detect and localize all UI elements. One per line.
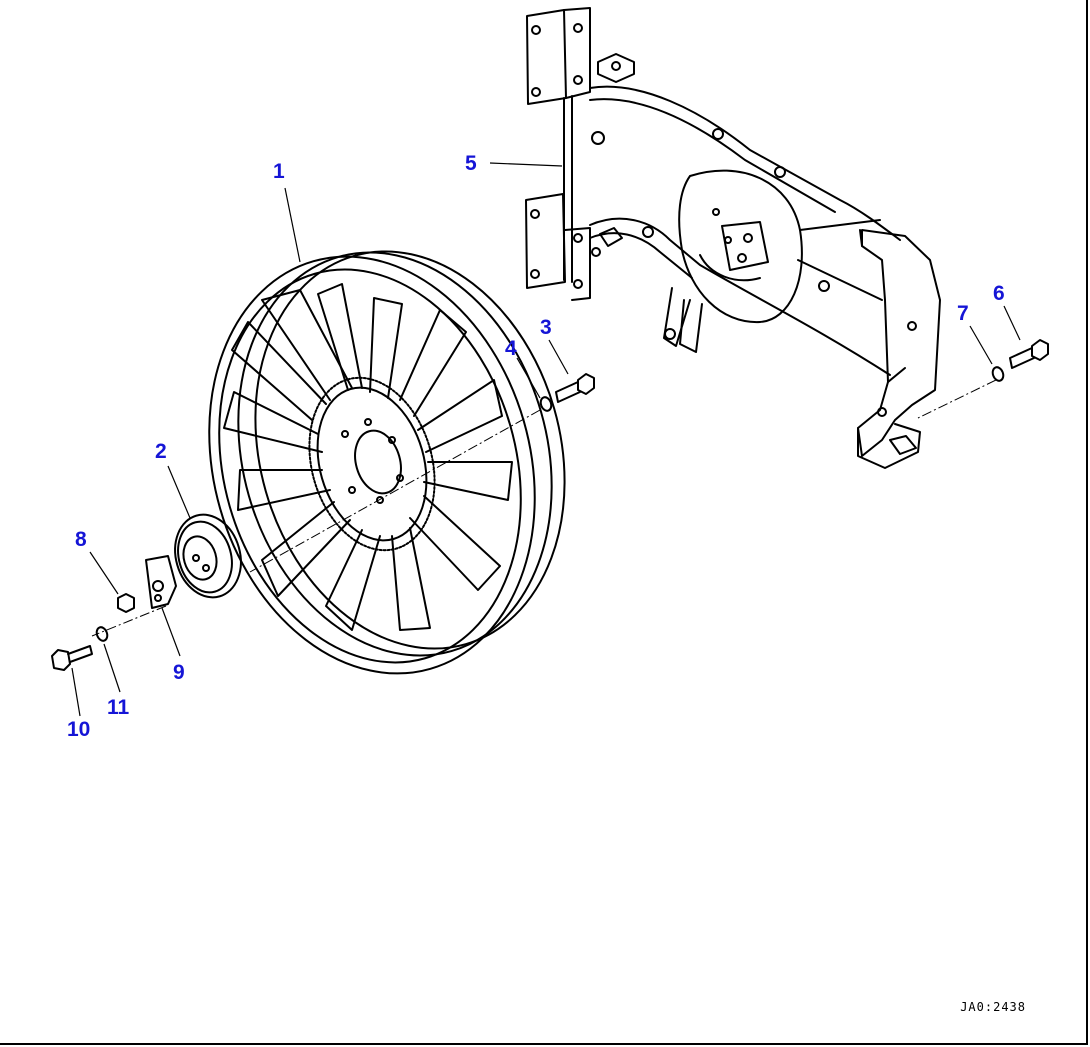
callout-9: 9: [173, 661, 185, 684]
fan-cap: [174, 513, 242, 599]
leader-3: [548, 339, 569, 375]
callout-6: 6: [993, 282, 1005, 305]
bolt-3: [555, 373, 595, 403]
callout-1: 1: [273, 160, 285, 183]
fan: [208, 250, 566, 675]
bolt-10: [51, 645, 93, 671]
washer-11: [95, 626, 109, 642]
callout-2: 2: [155, 440, 167, 463]
callout-8: 8: [75, 528, 87, 551]
washer-7: [991, 366, 1005, 382]
fan-guard-bracket: [525, 7, 941, 469]
nut: [117, 593, 135, 613]
leader-7: [969, 325, 993, 365]
washer-4: [539, 396, 553, 412]
callout-3: 3: [540, 316, 552, 339]
leader-6: [1003, 305, 1021, 341]
leader-2: [167, 465, 191, 519]
centerline-plate: [91, 605, 167, 637]
callout-5: 5: [465, 152, 477, 175]
leader-11: [103, 643, 121, 693]
drawing-id-label: JA0:2438: [960, 1000, 1026, 1014]
leader-9: [161, 607, 181, 657]
plate: [145, 555, 177, 609]
centerline-fan: [249, 409, 541, 573]
leader-8: [89, 551, 119, 595]
leader-5: [489, 162, 563, 167]
bolt-6: [1009, 339, 1049, 369]
leader-1: [284, 187, 301, 263]
leader-4: [516, 357, 541, 399]
callout-11: 11: [107, 696, 130, 719]
callout-7: 7: [957, 302, 969, 325]
callout-4: 4: [505, 337, 517, 360]
leader-10: [71, 667, 81, 717]
callout-10: 10: [67, 718, 91, 741]
centerline-right: [917, 379, 997, 419]
